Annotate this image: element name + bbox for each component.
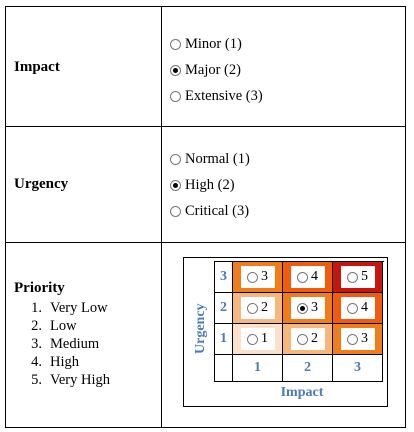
urgency-option-high[interactable]: High (2) [170,172,250,198]
urgency-option-critical[interactable]: Critical (3) [170,198,250,224]
impact-option-label: Minor (1) [185,35,242,52]
impact-row: Impact Minor (1) Major (2) Extensive (3) [6,7,405,127]
matrix-cell: 1 [233,324,283,355]
matrix-cell: 3 [283,293,333,324]
matrix-cell: 4 [333,293,383,324]
urgency-radio-normal[interactable] [170,153,181,165]
priority-row: Priority 1.Very Low 2.Low 3.Medium 4.Hig… [6,243,405,427]
matrix-radio[interactable] [297,302,308,314]
priority-form: Impact Minor (1) Major (2) Extensive (3)… [5,6,406,428]
matrix-radio[interactable] [247,333,258,345]
matrix-cell-value: 1 [261,331,268,346]
matrix-radio[interactable] [347,302,358,314]
urgency-radio-critical[interactable] [170,205,181,217]
impact-radio-extensive[interactable] [170,90,181,102]
matrix-cell-value: 5 [361,269,368,284]
matrix-cell: 3 [233,262,283,293]
matrix-y-tick: 1 [215,324,233,355]
matrix-cell-option[interactable]: 2 [290,328,325,350]
matrix-cell-value: 3 [361,331,368,346]
matrix-cell-value: 3 [261,269,268,284]
priority-level-item: 5.Very High [31,372,111,388]
matrix-radio[interactable] [297,271,308,283]
matrix-cell: 3 [333,324,383,355]
urgency-label: Urgency [14,176,69,192]
matrix-y-axis-label: Urgency [193,303,208,355]
matrix-radio[interactable] [247,302,258,314]
impact-option-label: Major (2) [185,61,241,78]
matrix-cell-value: 2 [311,331,318,346]
priority-level-item: 3.Medium [31,336,100,352]
priority-level-item: 4.High [31,354,79,370]
impact-option-extensive[interactable]: Extensive (3) [170,83,263,109]
impact-radio-minor[interactable] [170,38,181,50]
impact-options: Minor (1) Major (2) Extensive (3) [170,31,263,109]
matrix-cell-option[interactable]: 1 [240,328,275,350]
matrix-cell-value: 4 [311,269,318,284]
matrix-y-tick: 2 [215,293,233,324]
matrix-cell-value: 2 [261,300,268,315]
priority-label: Priority [14,280,65,296]
urgency-option-label: High (2) [185,176,235,193]
matrix-y-tick: 3 [215,262,233,293]
urgency-radio-high[interactable] [170,179,181,191]
matrix-cell-value: 4 [361,300,368,315]
matrix-x-tick: 1 [233,355,283,382]
urgency-option-label: Critical (3) [185,202,250,219]
matrix-cell-option[interactable]: 4 [340,297,375,319]
matrix-x-axis-label: Impact [280,385,324,400]
column-divider [161,7,162,126]
urgency-options: Normal (1) High (2) Critical (3) [170,146,250,224]
impact-label: Impact [14,59,60,75]
impact-option-label: Extensive (3) [185,87,263,104]
matrix-radio[interactable] [297,333,308,345]
column-divider [161,127,162,242]
matrix-x-tick: 2 [283,355,333,382]
column-divider [161,243,162,427]
matrix-radio[interactable] [347,271,358,283]
matrix-cell-option[interactable]: 2 [240,297,275,319]
urgency-option-normal[interactable]: Normal (1) [170,146,250,172]
priority-level-item: 1.Very Low [31,300,108,316]
matrix-cell: 5 [333,262,383,293]
matrix-corner [215,355,233,382]
matrix-radio[interactable] [247,271,258,283]
matrix-cell-option[interactable]: 3 [290,297,325,319]
matrix-cell-option[interactable]: 4 [290,266,325,288]
urgency-option-label: Normal (1) [185,150,250,167]
urgency-row: Urgency Normal (1) High (2) Critical (3) [6,127,405,243]
matrix-cell: 2 [233,293,283,324]
matrix-cell: 2 [283,324,333,355]
priority-levels-list: 1.Very Low 2.Low 3.Medium 4.High 5.Very … [20,299,110,389]
matrix-radio[interactable] [347,333,358,345]
matrix-x-tick: 3 [333,355,383,382]
impact-option-major[interactable]: Major (2) [170,57,263,83]
matrix-cell-option[interactable]: 3 [340,328,375,350]
priority-level-item: 2.Low [31,318,77,334]
matrix-cell-option[interactable]: 3 [240,266,275,288]
matrix-cell: 4 [283,262,333,293]
matrix-cell-option[interactable]: 5 [340,266,375,288]
impact-option-minor[interactable]: Minor (1) [170,31,263,57]
impact-radio-major[interactable] [170,64,181,76]
matrix-cell-value: 3 [311,300,318,315]
